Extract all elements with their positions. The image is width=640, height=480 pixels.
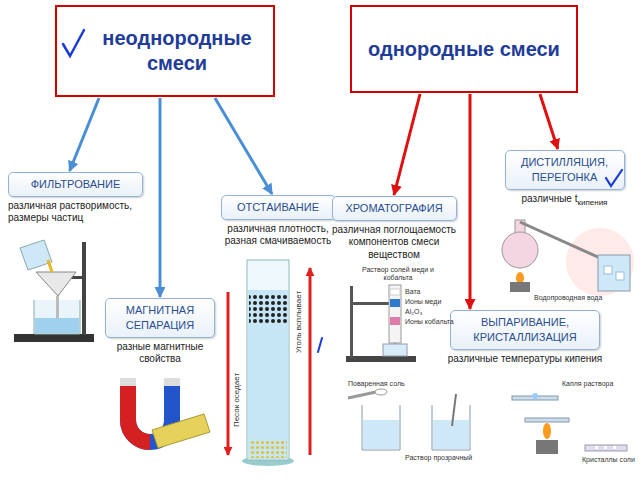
- category-box: неоднородные смеси: [55, 5, 275, 97]
- connector-arrow: [468, 94, 471, 309]
- category-box: однородные смеси: [350, 5, 578, 93]
- method-box: МАГНИТНАЯ СЕПАРАЦИЯ разные магнитные свой…: [100, 298, 220, 366]
- method-title: МАГНИТНАЯ СЕПАРАЦИЯ: [105, 298, 215, 338]
- pen-stroke: [318, 338, 322, 352]
- description-text: различная растворимость, размеры частиц: [8, 200, 132, 224]
- method-description: различные температуры кипения: [440, 353, 610, 366]
- picture-caption: Al₂O₃: [405, 308, 422, 316]
- method-title: ВЫПАРИВАНИЕ, КРИСТАЛЛИЗАЦИЯ: [450, 310, 600, 350]
- method-box: ОТСТАИВАНИЕ различная плотность, разная с…: [218, 195, 338, 248]
- method-description: различные tкипения: [497, 193, 632, 208]
- category-title: неоднородные смеси: [81, 26, 273, 76]
- description-text: различная плотность, разная смачиваемост…: [225, 223, 331, 247]
- method-description: разные магнитные свойства: [100, 341, 220, 366]
- connector-arrow: [215, 98, 272, 194]
- description-text: различные t: [522, 193, 578, 204]
- distillation-apparatus: [502, 220, 634, 296]
- check-mark: [63, 30, 84, 56]
- method-title: ХРОМАТОГРАФИЯ: [332, 196, 457, 221]
- settling-cylinder: [228, 260, 310, 466]
- connector-arrow: [394, 94, 420, 195]
- picture-caption: Поваренная соль: [348, 380, 405, 388]
- description-text: разные магнитные свойства: [117, 341, 204, 365]
- filter-stand: [14, 240, 94, 342]
- connector-arrow: [540, 94, 558, 149]
- magnet: [120, 378, 210, 448]
- picture-caption: Кристаллы соли: [582, 456, 635, 464]
- vertical-caption: Песок оседает: [232, 373, 242, 427]
- method-box: ХРОМАТОГРАФИЯ различная поглощаемость ком…: [328, 196, 460, 261]
- picture-caption: Вата: [405, 288, 420, 296]
- picture-caption: Водопроводная вода: [534, 294, 602, 302]
- evaporation-steps: [348, 389, 627, 454]
- method-box: ФИЛЬТРОВАНИЕ различная растворимость, раз…: [8, 172, 148, 225]
- picture-caption: Капля раствора: [562, 380, 613, 388]
- subscript-text: кипения: [577, 198, 607, 207]
- method-description: различная растворимость, размеры частиц: [8, 200, 148, 225]
- connector-arrow: [159, 98, 162, 297]
- connector-arrow: [70, 98, 99, 171]
- category-title: однородные смеси: [368, 37, 560, 62]
- method-description: различная плотность, разная смачиваемост…: [218, 223, 338, 248]
- description-text: различная поглощаемость компонентов смес…: [332, 224, 456, 260]
- picture-caption: Ионы кобальта: [405, 318, 454, 326]
- method-title: ОТСТАИВАНИЕ: [221, 195, 336, 220]
- method-box: ДИСТИЛЛЯЦИЯ, ПЕРЕГОНКА различные tкипения: [497, 150, 632, 208]
- picture-caption: Раствор прозрачный: [405, 454, 472, 462]
- description-text: различные температуры кипения: [448, 353, 603, 364]
- method-box: ВЫПАРИВАНИЕ, КРИСТАЛЛИЗАЦИЯ различные тем…: [440, 310, 610, 365]
- picture-caption: Раствор солей меди и кобальта: [360, 266, 436, 283]
- method-title: ДИСТИЛЛЯЦИЯ, ПЕРЕГОНКА: [505, 150, 625, 190]
- picture-caption: Ионы меди: [405, 298, 441, 306]
- check-mark: [606, 170, 622, 186]
- method-title: ФИЛЬТРОВАНИЕ: [8, 172, 143, 197]
- method-description: различная поглощаемость компонентов смес…: [328, 224, 460, 262]
- vertical-caption: Уголь всплывает: [294, 291, 304, 353]
